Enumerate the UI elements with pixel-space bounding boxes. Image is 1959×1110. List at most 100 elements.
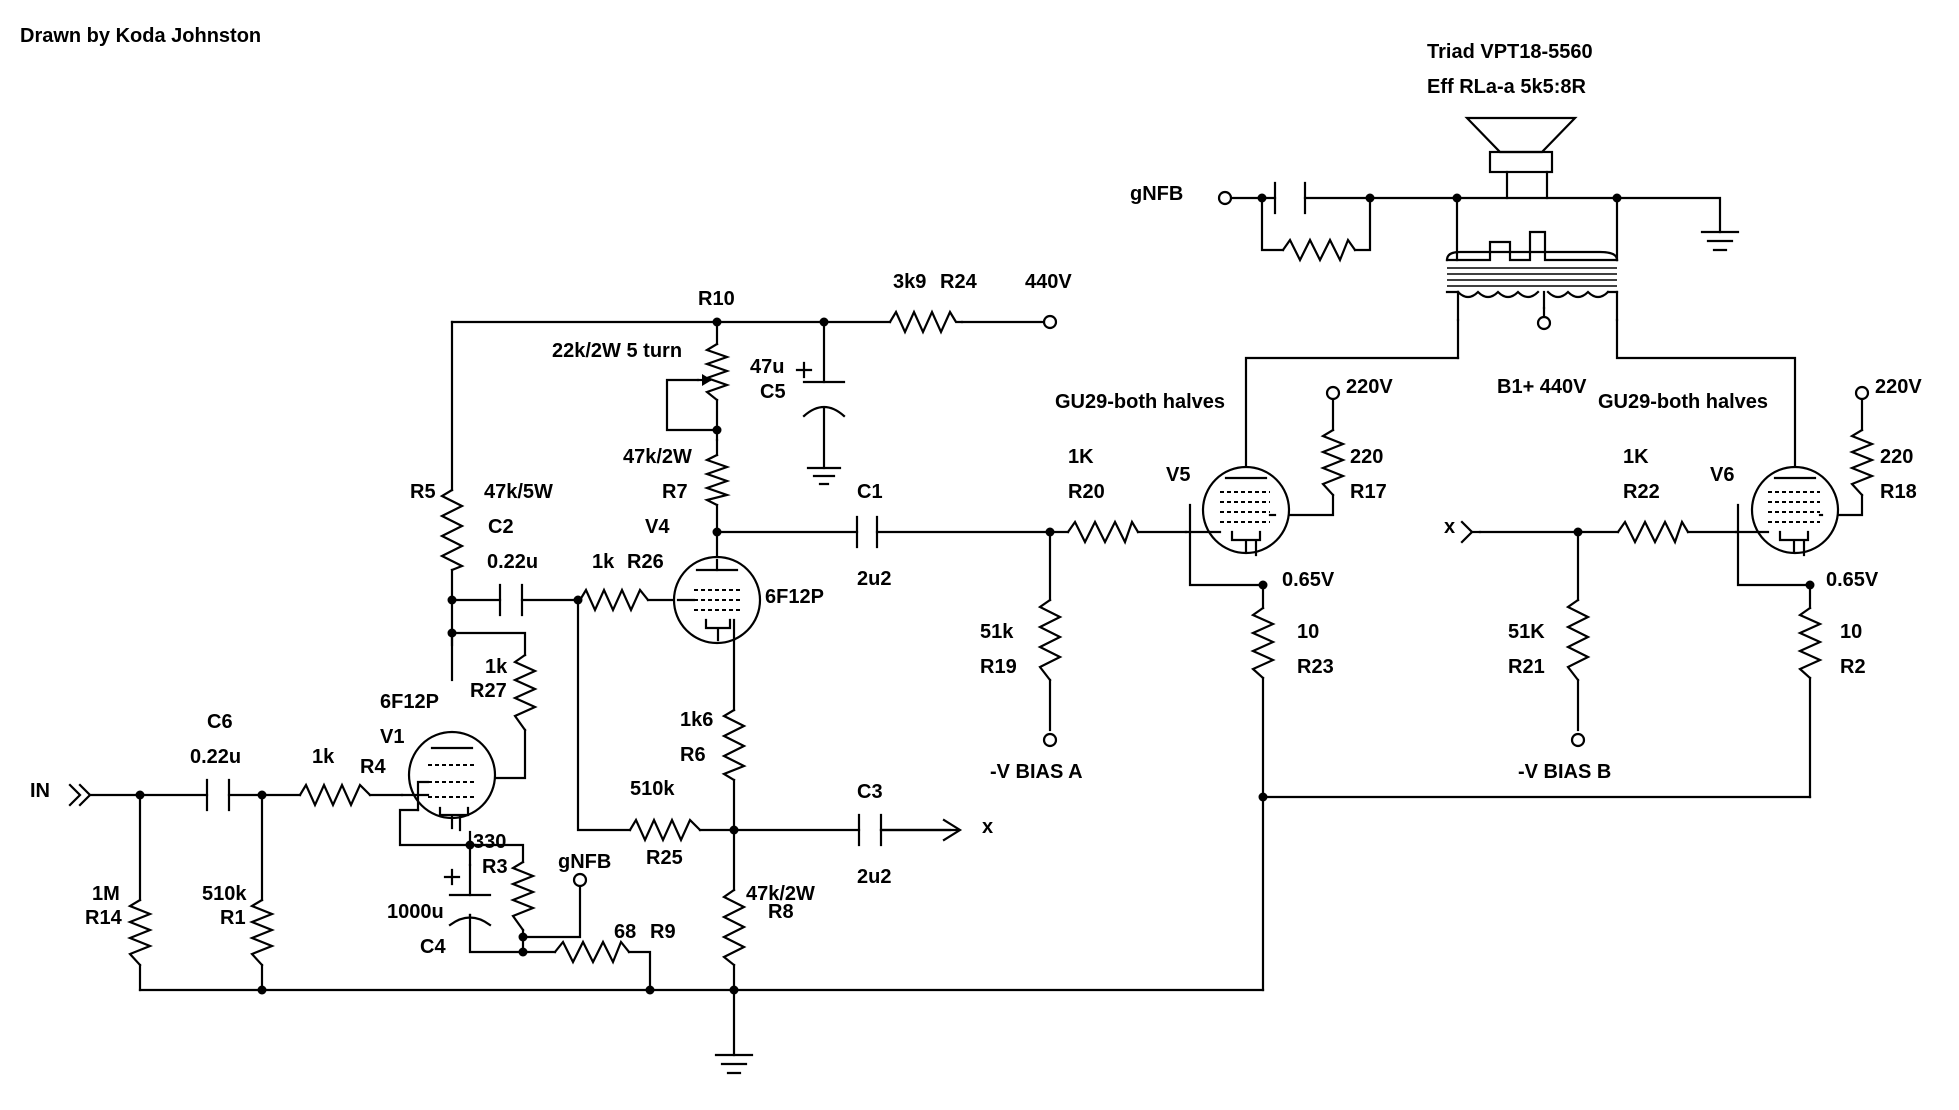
r25-value: 510k bbox=[630, 778, 675, 800]
c3-value: 2u2 bbox=[857, 866, 891, 888]
resistor-r3 bbox=[510, 860, 536, 932]
c6-value: 0.22u bbox=[190, 746, 241, 768]
capacitor-c1 bbox=[855, 515, 879, 549]
terminal-220-a bbox=[1325, 385, 1341, 401]
r3-ref: R3 bbox=[482, 856, 508, 878]
r7-value: 47k/2W bbox=[623, 446, 692, 468]
ground-icon bbox=[714, 1053, 754, 1075]
r8-ref: R8 bbox=[768, 901, 794, 923]
r4-ref: R4 bbox=[360, 756, 386, 778]
pot-wiper-arrow-icon bbox=[696, 374, 712, 386]
r26-value: 1k bbox=[592, 551, 615, 573]
v6-ref: V6 bbox=[1710, 464, 1734, 486]
resistor-r19 bbox=[1037, 598, 1063, 682]
c6-ref: C6 bbox=[207, 711, 233, 733]
v1-type: 6F12P bbox=[380, 691, 439, 713]
resistor-r14 bbox=[127, 898, 153, 967]
ground-icon bbox=[1700, 230, 1740, 252]
terminal-hv bbox=[1042, 314, 1058, 330]
r24-value: 3k9 bbox=[893, 271, 926, 293]
credit-text: Drawn by Koda Johnston bbox=[20, 25, 261, 47]
capacitor-c4 bbox=[443, 863, 492, 927]
r1-value: 510k bbox=[202, 883, 247, 905]
v6-type: GU29-both halves bbox=[1598, 391, 1768, 413]
hv-label: 440V bbox=[1025, 271, 1072, 293]
v4-ref: V4 bbox=[645, 516, 670, 538]
r22-ref: R22 bbox=[1623, 481, 1660, 503]
terminal-bias-a bbox=[1042, 732, 1058, 748]
r23-value: 10 bbox=[1297, 621, 1319, 643]
r19-value: 51k bbox=[980, 621, 1014, 643]
r14-ref: R14 bbox=[85, 907, 123, 929]
terminal-bias-b bbox=[1570, 732, 1586, 748]
r27-value: 1k bbox=[485, 656, 508, 678]
r18-ref: R18 bbox=[1880, 481, 1917, 503]
wires bbox=[88, 170, 1864, 1057]
link-out-arrow-icon bbox=[879, 818, 963, 842]
gnfb-in-label: gNFB bbox=[558, 851, 611, 873]
gnfb-out-label: gNFB bbox=[1130, 183, 1183, 205]
c5-value: 47u bbox=[750, 356, 784, 378]
bias-b-label: -V BIAS B bbox=[1518, 761, 1611, 783]
resistor-r29 bbox=[1281, 237, 1357, 263]
resistor-r21 bbox=[1565, 598, 1591, 682]
input-chevron-icon bbox=[68, 783, 92, 807]
tube-v4 bbox=[672, 555, 762, 645]
resistor-r9 bbox=[553, 939, 631, 965]
resistor-r25 bbox=[628, 817, 702, 843]
v4-type: 6F12P bbox=[765, 586, 824, 608]
r5-ref: R5 bbox=[410, 481, 436, 503]
c1-value: 2u2 bbox=[857, 568, 891, 590]
c4-ref: C4 bbox=[420, 936, 446, 958]
bplus-label: B1+ 440V bbox=[1497, 376, 1587, 398]
resistor-r4 bbox=[298, 782, 372, 808]
r7-ref: R7 bbox=[662, 481, 688, 503]
r17-value: 220 bbox=[1350, 446, 1383, 468]
labels: Triad VPT18-5560 Eff RLa-a 5k5:8R gNFB 3… bbox=[30, 41, 1922, 958]
v6-cathode-voltage: 0.65V bbox=[1826, 569, 1879, 591]
capacitor-c2 bbox=[498, 583, 524, 617]
capacitors bbox=[205, 181, 1307, 927]
transformer-impedance: Eff RLa-a 5k5:8R bbox=[1427, 76, 1586, 98]
r2-ref: R2 bbox=[1840, 656, 1866, 678]
v5-cathode-voltage: 0.65V bbox=[1282, 569, 1335, 591]
resistor-r5 bbox=[439, 488, 465, 572]
resistor-r8 bbox=[721, 888, 747, 967]
resistor-r17 bbox=[1320, 428, 1346, 497]
r21-ref: R21 bbox=[1508, 656, 1545, 678]
r23-ref: R23 bbox=[1297, 656, 1334, 678]
r21-value: 51K bbox=[1508, 621, 1545, 643]
r2-value: 10 bbox=[1840, 621, 1862, 643]
terminal-bplus bbox=[1536, 315, 1552, 331]
capacitor-c6 bbox=[205, 778, 231, 812]
link-out-label: x bbox=[982, 816, 993, 838]
resistor-r22 bbox=[1616, 519, 1690, 545]
r6-value: 1k6 bbox=[680, 709, 713, 731]
r20-ref: R20 bbox=[1068, 481, 1105, 503]
r14-value: 1M bbox=[92, 883, 120, 905]
v5-type: GU29-both halves bbox=[1055, 391, 1225, 413]
resistor-r6 bbox=[721, 708, 747, 782]
resistor-r2 bbox=[1797, 606, 1823, 680]
r4-value: 1k bbox=[312, 746, 335, 768]
r6-ref: R6 bbox=[680, 744, 706, 766]
screen-b-label: 220V bbox=[1875, 376, 1922, 398]
r8-value: 47k/2W bbox=[746, 883, 815, 905]
bias-a-label: -V BIAS A bbox=[990, 761, 1083, 783]
resistor-r24 bbox=[888, 309, 964, 335]
tube-v6 bbox=[1734, 465, 1840, 557]
r18-value: 220 bbox=[1880, 446, 1913, 468]
c2-value: 0.22u bbox=[487, 551, 538, 573]
resistor-r10 bbox=[703, 342, 731, 402]
r26-ref: R26 bbox=[627, 551, 664, 573]
resistor-r27 bbox=[512, 653, 538, 732]
v1-ref: V1 bbox=[380, 726, 404, 748]
terminals bbox=[572, 190, 1870, 888]
terminal-gnfb-out bbox=[1217, 190, 1233, 206]
r3-value: 330 bbox=[473, 831, 506, 853]
r17-ref: R17 bbox=[1350, 481, 1387, 503]
r19-ref: R19 bbox=[980, 656, 1017, 678]
capacitor-c5 bbox=[795, 361, 846, 418]
resistor-r1 bbox=[249, 898, 275, 967]
